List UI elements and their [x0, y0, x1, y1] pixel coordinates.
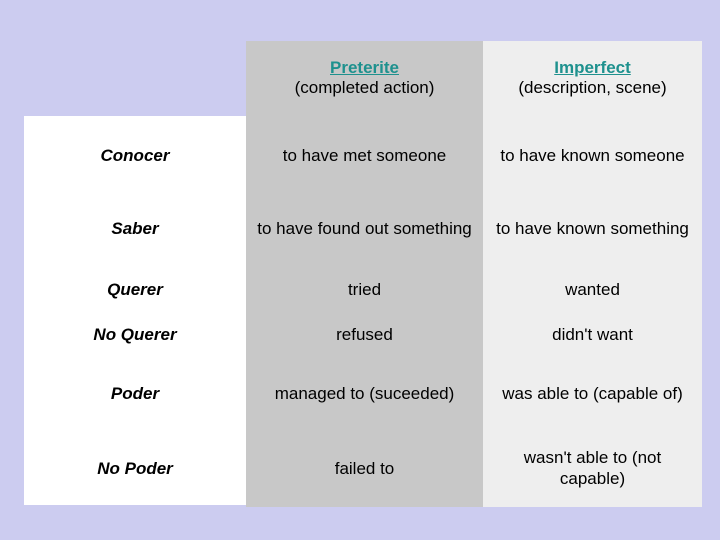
imperfect-cell: wanted — [565, 280, 620, 299]
table-row: Saber to have found out something to hav… — [0, 218, 720, 239]
preterite-cell: refused — [336, 325, 393, 344]
imperfect-cell: was able to (capable of) — [502, 384, 683, 403]
preterite-cell: failed to — [334, 459, 395, 478]
table-row: Poder managed to (suceeded) was able to … — [0, 383, 720, 404]
verb-cell: Poder — [110, 384, 160, 403]
verb-cell: No Querer — [93, 325, 177, 344]
imperfect-subtitle: (description, scene) — [518, 78, 667, 97]
preterite-cell: managed to (suceeded) — [274, 384, 455, 403]
preterite-cell: to have met someone — [282, 146, 447, 165]
verb-cell: Conocer — [100, 146, 170, 165]
imperfect-column-panel — [483, 41, 702, 507]
preterite-column-panel — [246, 41, 483, 507]
imperfect-cell: wasn't able to (not capable) — [523, 448, 662, 488]
imperfect-cell: didn't want — [552, 325, 633, 344]
verb-cell: No Poder — [97, 459, 173, 478]
preterite-cell: tried — [347, 280, 382, 299]
verb-cell: Saber — [111, 219, 159, 238]
preterite-cell: to have found out something — [257, 219, 472, 238]
imperfect-title: Imperfect — [554, 58, 631, 77]
table-row: Conocer to have met someone to have know… — [0, 145, 720, 166]
preterite-title: Preterite — [330, 58, 399, 77]
imperfect-column-header: Imperfect (description, scene) — [483, 58, 702, 98]
imperfect-cell: to have known someone — [500, 146, 685, 165]
preterite-subtitle: (completed action) — [294, 78, 435, 97]
preterite-column-header: Preterite (completed action) — [246, 58, 483, 98]
imperfect-cell: to have known something — [496, 219, 689, 238]
verb-cell: Querer — [107, 280, 163, 299]
table-row: No Querer refused didn't want — [0, 324, 720, 345]
table-row: Querer tried wanted — [0, 279, 720, 300]
verb-column-panel — [24, 116, 246, 505]
table-row: No Poder failed to wasn't able to (not c… — [0, 448, 720, 488]
